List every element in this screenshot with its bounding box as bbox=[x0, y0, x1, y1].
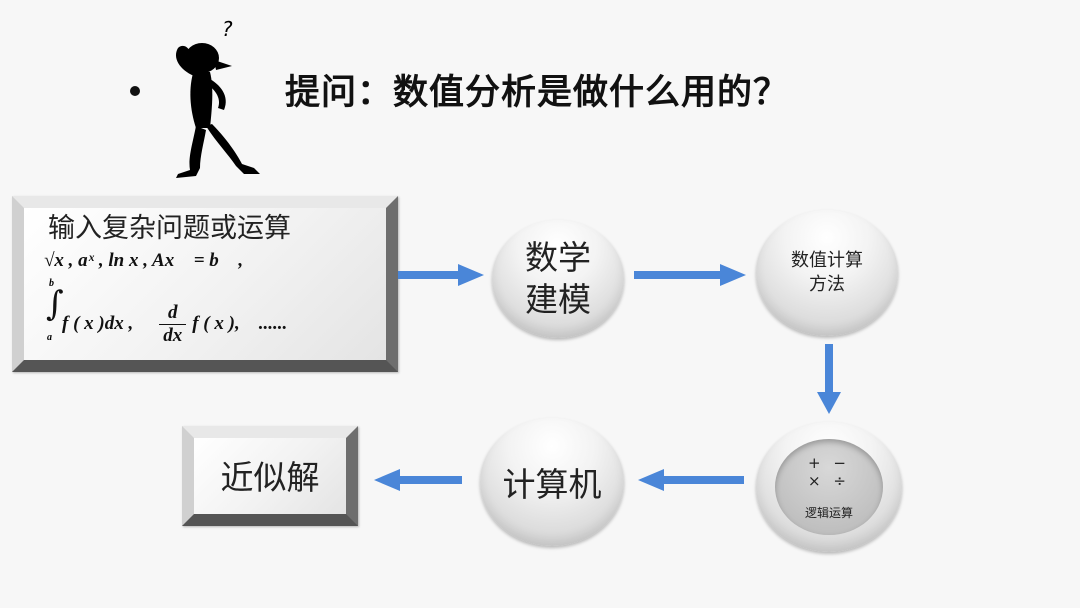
bullet-point bbox=[130, 86, 140, 96]
computer-sphere: 计算机 bbox=[480, 418, 624, 546]
logic-inner-disc: + − × ÷ 逻辑运算 bbox=[775, 439, 883, 535]
derivative-denominator: dx bbox=[163, 325, 183, 346]
ops-row-1: + − bbox=[808, 453, 850, 472]
arrow-right-icon bbox=[398, 264, 484, 286]
arrow-down-icon bbox=[817, 344, 841, 414]
formula-row-1: √x , aˣ , ln x , Ax⃗ = b⃗ , bbox=[44, 250, 244, 271]
approx-solution-box: 近似解 bbox=[182, 426, 358, 526]
derivative-numerator: d bbox=[159, 302, 187, 325]
integral-term: f ( x )dx , bbox=[62, 312, 134, 334]
arrow-right-icon bbox=[634, 264, 746, 286]
input-problem-box bbox=[12, 196, 398, 372]
ops-row-2: × ÷ bbox=[808, 471, 850, 490]
page-title: 提问：数值分析是做什么用的？ bbox=[285, 73, 790, 113]
input-box-title: 输入复杂问题或运算 bbox=[48, 213, 291, 244]
logic-operation-sphere: + − × ÷ 逻辑运算 bbox=[756, 422, 902, 552]
ellipsis: ...... bbox=[258, 312, 288, 334]
integral-lower-limit: a bbox=[47, 332, 52, 343]
logic-label: 逻辑运算 bbox=[804, 505, 853, 520]
computer-label: 计算机 bbox=[502, 465, 602, 504]
method-label-line2: 方法 bbox=[809, 274, 845, 295]
integral-sign-icon: ∫ bbox=[46, 284, 64, 324]
svg-text:?: ? bbox=[222, 18, 233, 41]
integral-upper-limit: b bbox=[49, 278, 54, 289]
modeling-sphere: 数学建模 bbox=[492, 220, 624, 338]
modeling-label-line2: 建模 bbox=[525, 280, 591, 319]
modeling-label-line1: 数学 bbox=[525, 238, 591, 277]
derivative-term: f ( x ), bbox=[192, 312, 240, 334]
method-label-line1: 数值计算 bbox=[791, 250, 863, 271]
numerical-method-sphere: 数值计算方法 bbox=[756, 210, 898, 336]
approx-solution-label: 近似解 bbox=[220, 458, 320, 497]
arrow-left-icon bbox=[638, 469, 744, 491]
thinking-man-icon: ? bbox=[175, 18, 260, 178]
arrow-left-icon bbox=[374, 469, 462, 491]
input-problem-content: 输入复杂问题或运算 √x , aˣ , ln x , Ax⃗ = b⃗ , b … bbox=[12, 196, 398, 372]
